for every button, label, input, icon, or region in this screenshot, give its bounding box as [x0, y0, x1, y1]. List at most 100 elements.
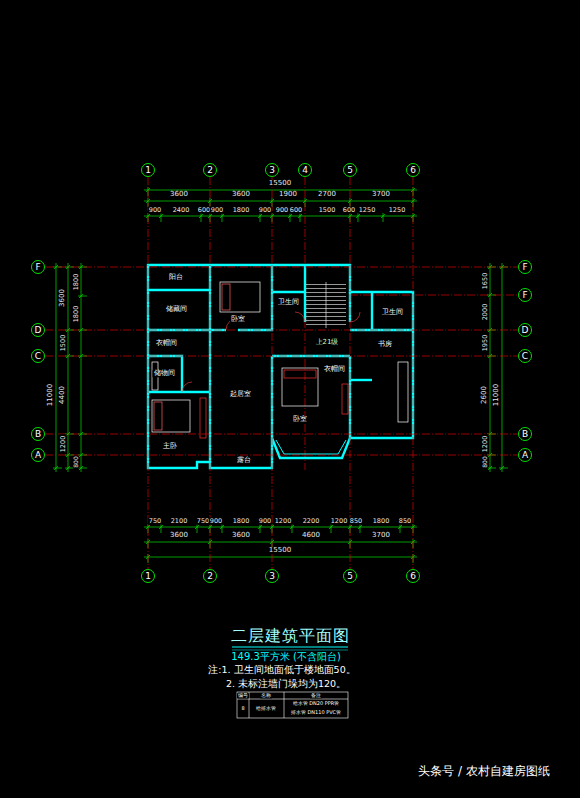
- room-name: 书房: [377, 341, 393, 348]
- axis-bubble: D: [518, 323, 532, 337]
- room-name: 衣帽间: [155, 340, 178, 347]
- furniture: [398, 362, 408, 422]
- stair-treads: [306, 282, 346, 328]
- table-cell: 编号: [237, 693, 249, 698]
- axis-line: [45, 267, 518, 268]
- axis-bubble: 4: [298, 163, 312, 177]
- walls: [148, 289, 210, 291]
- axis-number: 3: [269, 166, 275, 175]
- axis-bubble: 1: [141, 569, 155, 583]
- dimension-line: [81, 263, 82, 472]
- dimension-line: [144, 216, 417, 217]
- legend-table: [237, 699, 348, 700]
- axis-number: 5: [347, 572, 353, 581]
- axis-number: A: [522, 451, 528, 460]
- dimension: 1250: [388, 207, 407, 214]
- watermark: 头条号 / 农村自建房图纸: [417, 765, 551, 778]
- walls: [148, 391, 210, 393]
- dimension: 850: [349, 518, 363, 525]
- dimension-line: [260, 524, 261, 533]
- axis-number: 6: [410, 166, 416, 175]
- dimension: 1500: [60, 334, 67, 353]
- room-name: 卫生间: [381, 309, 404, 316]
- dimension-line: [144, 557, 417, 558]
- dimension: 900: [275, 207, 289, 214]
- axis-number: F: [35, 263, 40, 272]
- legend-table: [237, 692, 348, 718]
- axis-number: 2: [207, 572, 213, 581]
- dimension: 1800: [73, 305, 80, 324]
- dimension-line: [201, 213, 202, 222]
- dimension: 1650: [482, 272, 489, 291]
- axis-bubble: 5: [343, 569, 357, 583]
- dimension-line: [144, 201, 417, 202]
- table-cell: 名称: [260, 693, 272, 698]
- legend-table: [237, 692, 348, 718]
- dimension-line: [161, 524, 162, 533]
- axis-bubble: C: [31, 349, 45, 363]
- furniture: [200, 398, 206, 438]
- dimension: 3600: [169, 191, 189, 198]
- axis-line: [148, 177, 149, 569]
- room-name: 卧室: [230, 316, 246, 323]
- axis-number: F: [522, 263, 527, 272]
- dimension: 2400: [172, 207, 191, 214]
- axis-bubble: C: [518, 349, 532, 363]
- dimension-line: [360, 524, 361, 533]
- dimension-line: [358, 213, 359, 222]
- dimension: 1800: [232, 207, 251, 214]
- dimension-line: [222, 524, 223, 533]
- room-name: 储藏间: [165, 306, 188, 313]
- furniture: [154, 402, 162, 430]
- room-name: 起居室: [229, 391, 252, 398]
- dimension: 800: [482, 455, 488, 468]
- axis-line: [350, 177, 351, 569]
- axis-bubble: B: [31, 427, 45, 441]
- dimension: 2600: [481, 385, 488, 405]
- axis-number: 6: [410, 572, 416, 581]
- furniture: [220, 282, 260, 312]
- dimension-line: [400, 524, 401, 533]
- axis-bubble: A: [518, 448, 532, 462]
- axis-bubble: 6: [406, 569, 420, 583]
- room-name: 阳台: [168, 274, 184, 281]
- room-name: 储物间: [153, 370, 176, 377]
- axis-number: 5: [347, 166, 353, 175]
- doors: [182, 312, 360, 392]
- axis-number: 2: [207, 166, 213, 175]
- dimension: 1200: [482, 435, 489, 454]
- furniture: [282, 368, 318, 406]
- dimension: 4400: [59, 385, 66, 405]
- dimension: 1250: [358, 207, 377, 214]
- dimension-line: [383, 213, 384, 222]
- walls: [272, 291, 305, 293]
- dimension-line: [144, 527, 417, 528]
- walls: [148, 265, 413, 468]
- doors: [182, 382, 192, 392]
- dimension-line: [197, 524, 198, 533]
- axis-number: B: [35, 430, 41, 439]
- axis-line: [305, 177, 306, 470]
- dimension: 1950: [482, 334, 489, 353]
- dimension: 900: [210, 207, 224, 214]
- furniture: [222, 284, 230, 310]
- dimension: 15500: [268, 180, 292, 187]
- dimension: 1200: [330, 518, 349, 525]
- axis-number: D: [522, 326, 529, 335]
- axis-bubble: 6: [406, 163, 420, 177]
- axis-line: [413, 177, 414, 569]
- bay-window: [276, 440, 346, 454]
- axis-number: D: [35, 326, 42, 335]
- dimension-line: [292, 524, 293, 533]
- furniture: [284, 370, 316, 378]
- dimension: 2700: [317, 191, 337, 198]
- room-name: 衣帽间: [323, 366, 346, 373]
- table-cell: 给水管 DN20 PPR管: [292, 701, 341, 706]
- dimension: 800: [73, 455, 79, 468]
- dimension: 1900: [278, 191, 298, 198]
- axis-number: 1: [145, 572, 151, 581]
- axis-line: [350, 295, 518, 296]
- axis-bubble: 3: [265, 163, 279, 177]
- dimension: 1800: [73, 273, 80, 292]
- dimension-line: [56, 263, 57, 472]
